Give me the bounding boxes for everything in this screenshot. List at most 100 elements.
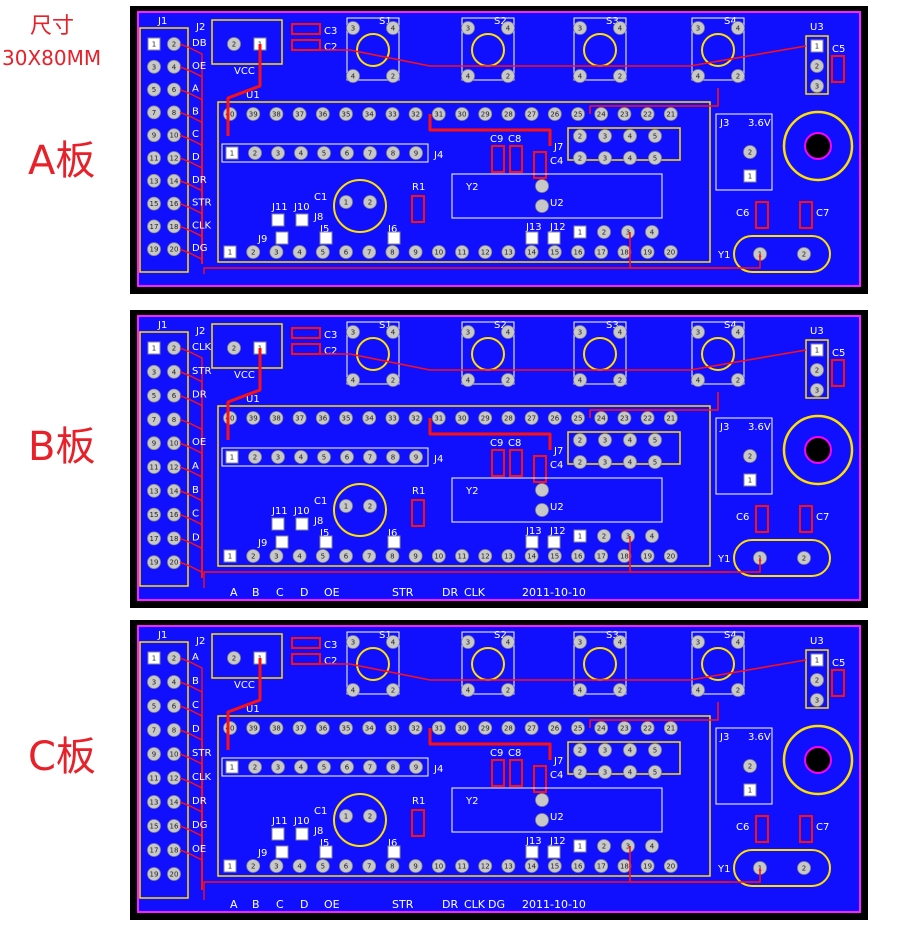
c-j2-label: J2 bbox=[195, 636, 205, 647]
c-u1-top-pad bbox=[385, 721, 400, 735]
b-s4-pad bbox=[731, 373, 745, 387]
a-u1-top-pad bbox=[362, 107, 377, 121]
c-j1-pad bbox=[147, 723, 161, 737]
c-j1-pad-num: 13 bbox=[150, 799, 159, 807]
c-u1-bottom-pad-num: 20 bbox=[666, 863, 675, 871]
a-y1-pad-num: 2 bbox=[802, 251, 806, 259]
c-j1-pad-num: 1 bbox=[152, 655, 156, 663]
b-j4-pad bbox=[340, 450, 354, 464]
b-c1-pad-num: 2 bbox=[368, 503, 372, 511]
c-j7-pad bbox=[598, 765, 612, 779]
a-u1-top-pad bbox=[501, 107, 516, 121]
a-j7-pad bbox=[623, 129, 637, 143]
c-j12-pad bbox=[547, 845, 561, 859]
b-j2-pad bbox=[227, 341, 241, 355]
c-c2-label: C2 bbox=[324, 656, 337, 667]
b-j13-pad bbox=[525, 535, 539, 549]
b-j1-pad bbox=[147, 341, 161, 355]
b-u1-bottom-pad-num: 17 bbox=[597, 553, 606, 561]
a-u2-pad bbox=[645, 225, 659, 239]
c-s3-body bbox=[573, 631, 627, 695]
c-u1-bottom-pad bbox=[269, 859, 284, 873]
a-u1-bottom-pad-num: 16 bbox=[574, 249, 583, 257]
c-u1-bottom-pad-num: 6 bbox=[344, 863, 349, 871]
b-u1-top-pad-num: 23 bbox=[620, 415, 629, 423]
c-s3-pad bbox=[573, 683, 587, 697]
c-u1-top-pad-num: 38 bbox=[272, 725, 281, 733]
b-j4-pad-num: 8 bbox=[391, 454, 395, 462]
c-j1-pad bbox=[147, 699, 161, 713]
b-j12-pad bbox=[547, 535, 561, 549]
b-u1-bottom-pad-num: 5 bbox=[321, 553, 325, 561]
b-j1-pad-num: 1 bbox=[152, 345, 156, 353]
c-u1-bottom-pad bbox=[315, 859, 330, 873]
b-u1-bottom-pad bbox=[292, 549, 307, 563]
a-j3-pad-num: 2 bbox=[748, 149, 752, 157]
a-j4-outline bbox=[221, 143, 429, 163]
c-u1-bottom-pad-num: 19 bbox=[643, 863, 652, 871]
c-s1-pad-num: 3 bbox=[351, 639, 355, 647]
b-j1-pad-num: 17 bbox=[150, 535, 159, 543]
b-s4-pad bbox=[691, 325, 705, 339]
a-u1-label: U1 bbox=[246, 90, 260, 101]
b-u3-pad-num: 1 bbox=[815, 347, 819, 355]
b-u2-via bbox=[535, 483, 549, 497]
c-j7-pad bbox=[648, 743, 662, 757]
b-u1-bottom-pad-num: 10 bbox=[434, 553, 443, 561]
c-u3-pad bbox=[810, 693, 824, 707]
b-u1-bottom-pad bbox=[501, 549, 516, 563]
c-u1-top-pad bbox=[362, 721, 377, 735]
b-j1-pad bbox=[147, 531, 161, 546]
c-u1-top-pad bbox=[339, 721, 353, 735]
c-u1-bottom-pad-num: 11 bbox=[458, 863, 467, 871]
b-s1-pad bbox=[386, 325, 400, 339]
a-u3-pad-num: 2 bbox=[815, 63, 819, 71]
b-j1-pad-num: 20 bbox=[170, 559, 179, 567]
a-u1-top-pad bbox=[408, 107, 423, 121]
c-u1-bottom-pad bbox=[617, 859, 632, 873]
a-header-label: C bbox=[192, 129, 199, 140]
size-title: 尺寸 bbox=[30, 14, 75, 39]
b-u3-pad bbox=[810, 363, 824, 377]
b-u1-top-pad bbox=[246, 411, 261, 425]
c-u1-top-pad-num: 26 bbox=[550, 725, 559, 733]
b-u1-top-pad-num: 27 bbox=[527, 415, 536, 423]
c-batt-label: 3.6V bbox=[748, 732, 771, 743]
b-c1-pad bbox=[363, 499, 377, 513]
c-u1-top-pad bbox=[571, 721, 585, 735]
c-s2-pad bbox=[461, 683, 475, 697]
b-mid-trace bbox=[428, 418, 552, 450]
c-bottom-label: OE bbox=[324, 898, 340, 911]
a-u1-bottom-pad-num: 8 bbox=[390, 249, 394, 257]
b-u2-pad-num: 1 bbox=[578, 533, 582, 541]
c-j7-pad bbox=[623, 765, 637, 779]
b-c3-body bbox=[291, 327, 321, 339]
b-j1-pad-num: 14 bbox=[170, 487, 179, 495]
b-u1-top-pad-num: 24 bbox=[597, 415, 606, 423]
c-j3-pad bbox=[743, 759, 757, 773]
c-u1-top-pad-num: 21 bbox=[666, 725, 675, 733]
a-j12-label: J12 bbox=[549, 222, 566, 233]
a-u1-outline bbox=[217, 101, 711, 263]
a-u3-pad bbox=[810, 79, 824, 93]
b-header-label: D bbox=[192, 532, 200, 543]
c-j1-pad-num: 12 bbox=[170, 775, 179, 783]
b-u2-pad-num: 2 bbox=[602, 533, 606, 541]
c-c7-body bbox=[799, 815, 813, 843]
b-j7-pad-num: 2 bbox=[578, 437, 582, 445]
a-j7-pad-num: 4 bbox=[628, 133, 633, 141]
b-u2-pad bbox=[645, 529, 659, 543]
b-u1-top-pad bbox=[640, 411, 655, 425]
a-u1-bottom-pad bbox=[594, 245, 609, 259]
c-s1-pad bbox=[346, 635, 360, 649]
c-j7-pad bbox=[573, 743, 587, 757]
c-c1-pad-num: 2 bbox=[368, 813, 372, 821]
a-batt-label: 3.6V bbox=[748, 118, 771, 129]
a-s1-pad-num: 3 bbox=[351, 25, 355, 33]
a-u1-bottom-pad-num: 15 bbox=[550, 249, 559, 257]
b-u1-top-pad bbox=[362, 411, 377, 425]
c-y2-outline bbox=[451, 787, 663, 833]
c-j7-label: J7 bbox=[553, 756, 563, 767]
c-u1-bottom-pad-num: 17 bbox=[597, 863, 606, 871]
b-header-label: STR bbox=[192, 366, 211, 377]
